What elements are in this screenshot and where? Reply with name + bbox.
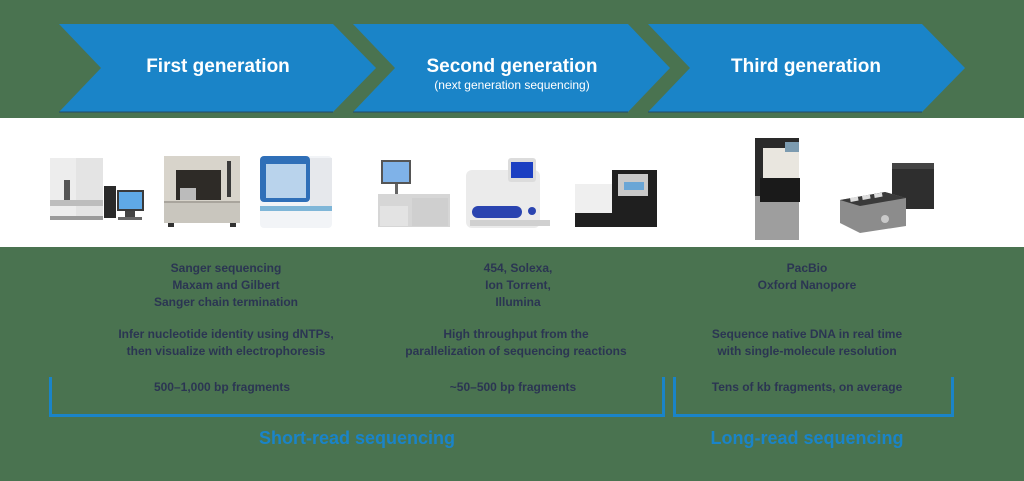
description-line: then visualize with electrophoresis [126,344,326,358]
platform-item: 454, Solexa, [483,261,553,275]
platform-item: PacBio [786,261,828,275]
second-generation-description: High throughput from the parallelization… [405,326,626,360]
pacbio-sequel-icon [755,138,800,240]
platform-item: Maxam and Gilbert [172,278,280,292]
first-generation-title: First generation [118,56,318,78]
sanger-sequencer-icon [164,156,240,227]
platform-item: Sanger chain termination [153,295,299,309]
arrow-first-generation [59,24,376,112]
third-generation-title: Third generation [706,56,906,78]
third-generation-fragments: Tens of kb fragments, on average [712,379,903,396]
platform-item: Oxford Nanopore [757,278,857,292]
generation-arrows [59,24,965,113]
short-read-label: Short-read sequencing [258,428,456,448]
long-read-bracket [673,377,954,417]
platform-item: Sanger sequencing [170,261,282,275]
first-generation-platforms: Sanger sequencing Maxam and Gilbert Sang… [154,260,298,311]
arrow-third-generation [648,24,965,112]
second-generation-fragments: ~50–500 bp fragments [450,379,576,396]
454-sequencer-icon [378,160,450,227]
platform-item: Ion Torrent, [485,278,551,292]
third-generation-platforms: PacBio Oxford Nanopore [758,260,857,294]
capillary-sequencer-icon [50,158,144,220]
fragment-size: Tens of kb fragments, on average [711,380,903,394]
first-generation-description: Infer nucleotide identity using dNTPs, t… [118,326,333,360]
first-generation-title-text: First generation [146,56,290,77]
fragment-size: 500–1,000 bp fragments [153,380,291,394]
description-line: parallelization of sequencing reactions [405,344,627,358]
third-generation-description: Sequence native DNA in real time with si… [712,326,902,360]
platform-item: Illumina [495,295,541,309]
instrument-photo-band [0,118,1024,247]
second-generation-subtitle: (next generation sequencing) [434,78,590,92]
third-generation-title-text: Third generation [731,56,881,77]
fragment-size: ~50–500 bp fragments [449,380,577,394]
second-generation-title: Second generation (next generation seque… [412,56,612,92]
description-line: Sequence native DNA in real time [711,327,903,341]
second-generation-platforms: 454, Solexa, Ion Torrent, Illumina [484,260,553,311]
arrow-second-generation [353,24,670,112]
first-generation-fragments: 500–1,000 bp fragments [154,379,290,396]
illumina-sequencer-icon [575,170,657,227]
description-line: High throughput from the [443,327,589,341]
second-generation-title-text: Second generation [426,56,598,77]
genetic-analyzer-icon [260,156,332,228]
long-read-label: Long-read sequencing [710,428,904,448]
ion-torrent-icon [466,158,550,228]
description-line: with single-molecule resolution [717,344,897,358]
description-line: Infer nucleotide identity using dNTPs, [118,327,334,341]
oxford-nanopore-icon [840,163,934,233]
short-read-bracket [49,377,665,417]
